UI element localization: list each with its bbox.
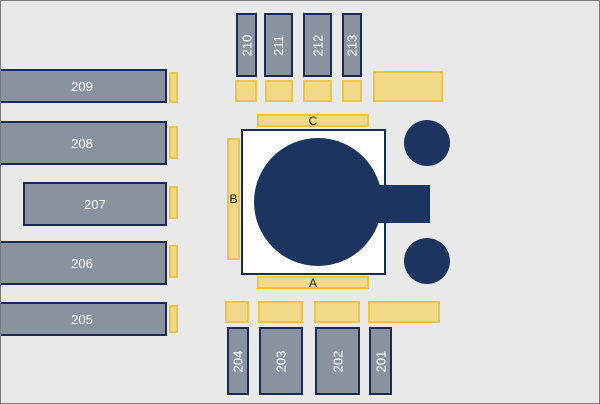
component-212-label: 212 — [309, 34, 325, 56]
marker-212 — [303, 80, 332, 102]
marker-top-right — [373, 71, 443, 102]
component-206-label: 206 — [71, 255, 93, 271]
component-209-label: 209 — [71, 78, 93, 94]
marker-210 — [235, 80, 257, 102]
marker-c-label: C — [308, 113, 318, 128]
component-203: 203 — [259, 327, 303, 395]
center-pad-tab — [371, 185, 430, 223]
marker-a: A — [257, 275, 369, 290]
marker-201 — [368, 301, 440, 323]
component-202: 202 — [315, 327, 360, 395]
component-205: 205 — [1, 302, 167, 336]
component-204-label: 204 — [230, 350, 246, 372]
marker-203 — [258, 301, 303, 323]
component-210-label: 210 — [239, 34, 255, 56]
component-211-label: 211 — [270, 34, 286, 56]
component-202-label: 202 — [329, 350, 345, 372]
center-pad-circle — [254, 138, 382, 266]
round-pad-upper — [404, 120, 450, 166]
marker-tab-207 — [169, 186, 178, 219]
component-209: 209 — [1, 69, 167, 103]
marker-tab-209 — [169, 72, 178, 103]
marker-tab-208 — [169, 126, 178, 159]
marker-c: C — [257, 113, 369, 128]
marker-a-label: A — [308, 275, 317, 290]
marker-204 — [225, 301, 249, 323]
marker-202 — [314, 301, 360, 323]
component-210: 210 — [236, 13, 257, 77]
component-212: 212 — [303, 13, 332, 77]
marker-b: B — [227, 138, 240, 260]
marker-tab-205 — [169, 305, 178, 333]
marker-211 — [265, 80, 293, 102]
marker-b-label: B — [229, 192, 238, 206]
component-213: 213 — [342, 13, 362, 77]
marker-213 — [342, 80, 362, 102]
round-pad-lower — [404, 238, 450, 284]
marker-tab-206 — [169, 245, 178, 278]
component-201-label: 201 — [373, 350, 389, 372]
component-208: 208 — [1, 121, 167, 165]
component-205-label: 205 — [71, 311, 93, 327]
component-208-label: 208 — [71, 135, 93, 151]
component-207: 207 — [23, 182, 167, 226]
component-203-label: 203 — [273, 350, 289, 372]
component-207-label: 207 — [84, 196, 106, 212]
component-206: 206 — [1, 241, 167, 285]
component-204: 204 — [227, 327, 249, 395]
component-211: 211 — [264, 13, 293, 77]
component-213-label: 213 — [344, 34, 360, 56]
component-201: 201 — [369, 327, 392, 395]
